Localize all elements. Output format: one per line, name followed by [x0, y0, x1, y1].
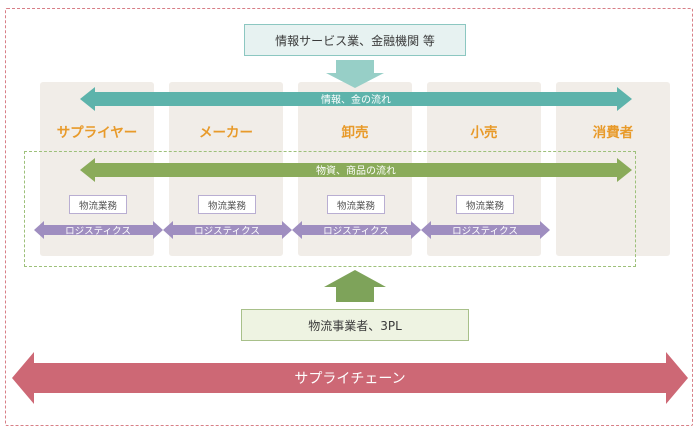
actor-retail: 小売	[470, 125, 498, 141]
goods-flow-label: 物資、商品の流れ	[316, 164, 396, 177]
logistics-arrow-4	[421, 221, 550, 239]
logistics-arrows: ロジスティクス ロジスティクス ロジスティクス ロジスティクス	[34, 221, 550, 239]
logistics-area-frame	[24, 151, 636, 267]
info-services-box: 情報サービス業、金融機関 等	[244, 24, 466, 56]
goods-flow-arrow	[80, 158, 632, 182]
logistics-work-label-1: 物流業務	[69, 195, 127, 214]
info-flow-arrow	[80, 87, 632, 111]
logistics-work-label-4: 物流業務	[456, 195, 514, 214]
up-arrow	[324, 270, 386, 302]
logistics-arrow-1	[34, 221, 163, 239]
logistics-work-label-3: 物流業務	[327, 195, 385, 214]
logistics-arrow-3	[292, 221, 421, 239]
actor-supplier: サプライヤー	[56, 125, 138, 141]
down-arrow	[326, 60, 384, 88]
supply-chain-frame	[5, 8, 693, 426]
logistics-provider-box: 物流事業者、3PL	[241, 309, 469, 341]
actor-wholesale: 卸売	[341, 125, 369, 141]
logistics-work-label-2: 物流業務	[198, 195, 256, 214]
logistics-arrow-label-3: ロジスティクス	[323, 226, 389, 237]
logistics-arrow-label-2: ロジスティクス	[194, 226, 260, 237]
logistics-arrow-2	[163, 221, 292, 239]
actor-consumer: 消費者	[592, 125, 634, 141]
supply-chain-arrow	[12, 352, 688, 404]
logistics-provider-label: 物流事業者、3PL	[308, 318, 402, 333]
info-services-label: 情報サービス業、金融機関 等	[275, 33, 435, 48]
logistics-arrow-label-1: ロジスティクス	[65, 226, 131, 237]
logistics-arrow-label-4: ロジスティクス	[452, 226, 518, 237]
supply-chain-label: サプライチェーン	[294, 371, 405, 387]
info-flow-label: 情報、金の流れ	[321, 93, 391, 106]
actor-manufacturer: メーカー	[199, 125, 253, 141]
